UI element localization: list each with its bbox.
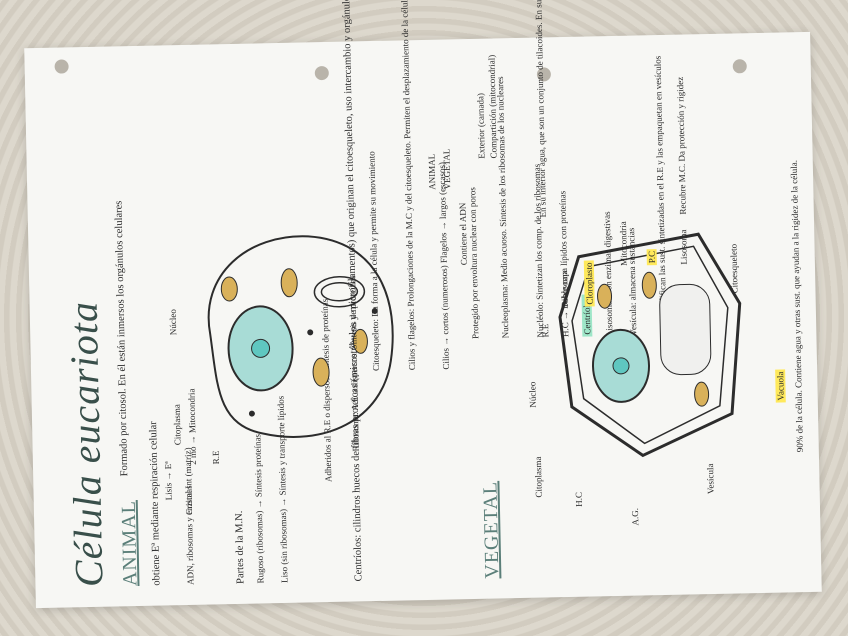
animal-lisis: Lisis → Eª (162, 461, 174, 501)
plant-cell-diagram (558, 232, 742, 458)
plant-ribosoma-label: Ribosoma (558, 270, 570, 308)
animal-nucleoplasma: Nucleoplasma: Medio acuoso. Síntesis de … (494, 76, 511, 339)
plant-nucleo-label: Núcleo (527, 381, 538, 408)
animal-energy: obtiene Eª mediante respiración celular (148, 421, 163, 586)
punch-hole (314, 65, 329, 81)
plant-chloroplast (641, 271, 657, 299)
animal-citoplasma-label: Citoplasma (171, 404, 183, 446)
section-vegetal-heading: VEGETAL (479, 480, 504, 579)
animal-intro: Formado por citosol. En él están inmerso… (113, 200, 131, 477)
animal-membrana-1: Exterior (carnada) (475, 92, 487, 159)
plant-citoplasma-label: Citoplasma (532, 456, 544, 498)
plant-vacuola-text: 90% de la célula. Contiene agua y otras … (788, 159, 805, 453)
animal-rugoso: Rugoso (ribosomas) → Síntesis proteínas (252, 433, 266, 584)
plant-re-label: R.E (540, 323, 551, 338)
animal-mitochondria (280, 268, 298, 298)
plant-vacuola-label: Vacuola (775, 369, 786, 403)
animal-golgi (313, 275, 366, 308)
plant-vesicula-label: Vesícula (705, 463, 716, 495)
notebook-page: Célula eucariota ANIMAL Formado por cito… (24, 0, 822, 609)
plant-rc-label: P.C (646, 248, 657, 266)
label-animal: ANIMAL (426, 153, 438, 190)
animal-partes-mn: Partes de la M.N. (233, 510, 247, 584)
animal-cilios-2: Cilios → cortos (numerosos) Flagelos → l… (436, 161, 452, 370)
animal-protegido: Protegido por envoltura nuclear con poro… (467, 187, 481, 340)
animal-cell-diagram (207, 235, 394, 438)
plant-vacuole (659, 283, 712, 376)
plant-hc-label: H.C (573, 491, 584, 507)
section-animal-heading: ANIMAL (117, 499, 142, 587)
plant-mitocondria-label: Mitocondria (617, 221, 629, 266)
plant-ag-label: A.G. (629, 507, 641, 526)
animal-cell-membrane (207, 235, 394, 438)
plant-citoesqueleto-label: Citoesqueleto (728, 243, 740, 294)
animal-nucleolus (251, 338, 271, 358)
page-title: Célula eucariota (60, 300, 112, 588)
plant-cloroplasto-label: Cloroplasto (583, 260, 595, 307)
punch-hole (732, 59, 747, 74)
punch-hole (54, 59, 69, 74)
animal-nucleo-label: Núcleo (167, 309, 179, 336)
plant-cell-wall (558, 232, 742, 458)
plant-pc-text: Recubre M.C. Da protección y rigidez (674, 76, 688, 215)
plant-lisosoma-label: Lisosoma (678, 229, 689, 265)
